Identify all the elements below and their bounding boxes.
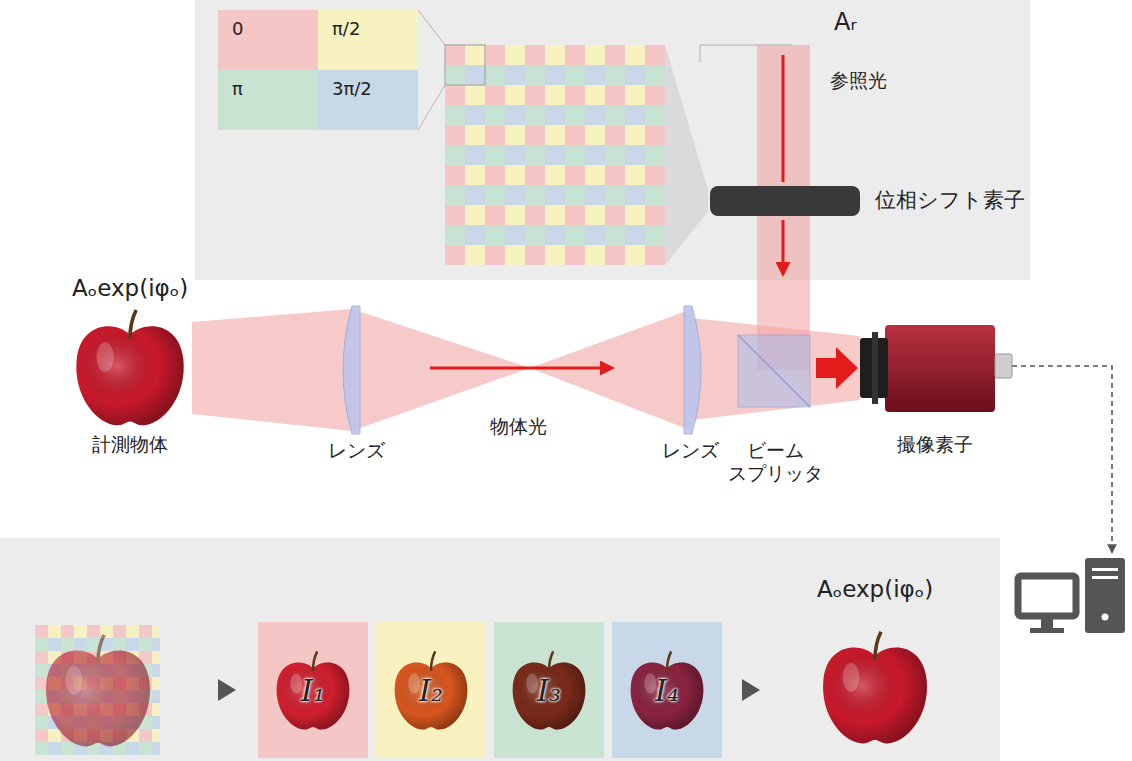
apple-result [823,632,927,744]
intensity-label: I₂ [419,673,443,708]
object-light-label: 物体光 [490,415,547,438]
intensity-label: I₃ [537,673,561,708]
step-arrow [742,679,760,701]
beam-arrow [782,220,785,274]
beam-arrow [430,367,612,370]
apple-image [631,651,704,729]
computer-icon [1018,558,1125,633]
field-symbol: Aₒexp(iφₒ) [817,576,933,604]
tower-slot [1092,576,1118,579]
tower-button [1102,614,1109,621]
block-arrow [816,347,858,389]
phase-value: π [232,78,243,99]
apple-object [76,310,183,425]
lens [343,306,360,434]
object-beam [192,309,860,431]
monitor [1018,576,1076,616]
tower [1085,558,1125,633]
zoom-line [418,10,445,45]
camera-connector [995,354,1012,378]
phase-image-tile: I₂ [376,622,486,758]
inset-panel [195,0,1030,280]
phase-cell: π [218,70,318,130]
cable-line [1012,366,1112,552]
phase-value: 3π/2 [332,78,372,99]
phase-image-tile: I₃ [494,622,604,758]
phase-image-tile: I₄ [612,622,722,758]
monitor-base [1030,628,1064,633]
beam-arrow [782,55,785,182]
zoom-marker [445,45,485,85]
phase-mask-pattern [445,45,665,265]
component-label: 計測物体 [92,433,168,456]
monitor-stand [1041,619,1053,629]
step-arrow [218,679,236,701]
component-label: ビーム スプリッタ [722,439,828,485]
apple-image [277,651,350,729]
zoom-line [418,85,445,130]
intensity-label: I₁ [301,673,325,708]
reference-light-label: 参照光 [830,69,887,92]
phase-cell: 0 [218,10,318,70]
component-label: 位相シフト素子 [875,188,1025,213]
phase-value: π/2 [332,18,360,39]
lens [684,306,701,434]
phase-cell: 3π/2 [318,70,418,130]
field-symbol: Aₒexp(iφₒ) [72,275,188,303]
tower-slot [1092,568,1118,571]
phase-value: 0 [232,18,243,39]
beam-splitter [738,335,810,407]
object-beam [530,309,692,431]
object-beam [352,309,530,431]
phase-cell: π/2 [318,10,418,70]
object-beam [692,318,860,420]
component-label: レンズ [662,439,719,462]
apple-image [395,651,468,729]
object-beam [192,309,352,431]
camera-body [885,325,995,412]
raw-hologram [35,625,160,755]
intensity-label: I₄ [655,673,679,708]
component-label: レンズ [328,439,385,462]
amplitude-symbol: Aᵣ [834,8,857,37]
camera-ring [872,332,878,404]
process-panel [0,538,1000,761]
phase-shift-element [710,186,860,216]
component-label: 撮像素子 [897,433,973,456]
zoom-funnel [665,45,708,265]
raw-hologram-overlay [35,625,160,755]
phase-image-tile: I₁ [258,622,368,758]
splitter-plane [738,335,810,407]
apple-image [513,651,586,729]
